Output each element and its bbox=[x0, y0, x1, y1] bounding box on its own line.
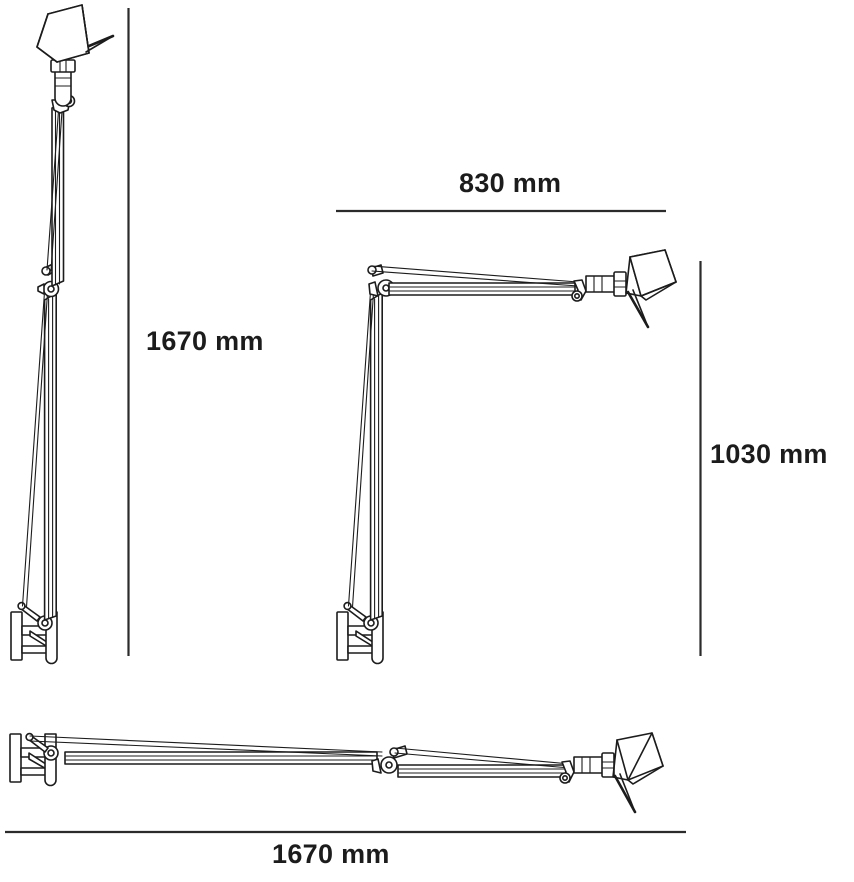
upper-arm-tension-rod-horizontal-view bbox=[394, 747, 571, 769]
lower-arm-tension-rod-horizontal-view bbox=[29, 735, 383, 757]
shade-swivel-joint-folded-view bbox=[571, 271, 627, 302]
shade-swivel-joint-vertical-view bbox=[50, 59, 76, 114]
view-folded-l bbox=[336, 249, 677, 665]
wall-bracket-vertical-view bbox=[10, 601, 58, 665]
dimension-label-width-bottom: 1670 mm bbox=[272, 839, 390, 869]
view-horizontal-extended bbox=[9, 732, 664, 814]
upper-arm-folded-view bbox=[388, 282, 576, 296]
lower-arm-tension-rod bbox=[21, 291, 49, 608]
dimension-label-width-top: 830 mm bbox=[459, 168, 562, 198]
view-vertical-extended bbox=[10, 4, 115, 665]
lamp-shade-horizontal-view bbox=[612, 732, 664, 814]
dimension-label-height-right: 1030 mm bbox=[710, 439, 828, 469]
dimension-label-height-left: 1670 mm bbox=[146, 326, 264, 356]
upper-arm-tension-rod-folded-view bbox=[371, 265, 579, 287]
lower-arm-tension-rod-folded-view bbox=[347, 291, 375, 608]
shade-swivel-joint-horizontal-view bbox=[559, 752, 615, 784]
upper-arm-horizontal-view bbox=[397, 764, 567, 778]
wall-bracket-horizontal-view bbox=[9, 732, 59, 787]
lamp-shade-folded-view bbox=[625, 249, 677, 329]
lower-arm-folded-view bbox=[369, 292, 383, 621]
lower-arm-vertical-view bbox=[43, 292, 57, 621]
upper-arm-tension-rod bbox=[46, 103, 64, 272]
upper-arm-vertical-view bbox=[51, 103, 65, 287]
lamp-shade-vertical-view bbox=[36, 4, 115, 63]
